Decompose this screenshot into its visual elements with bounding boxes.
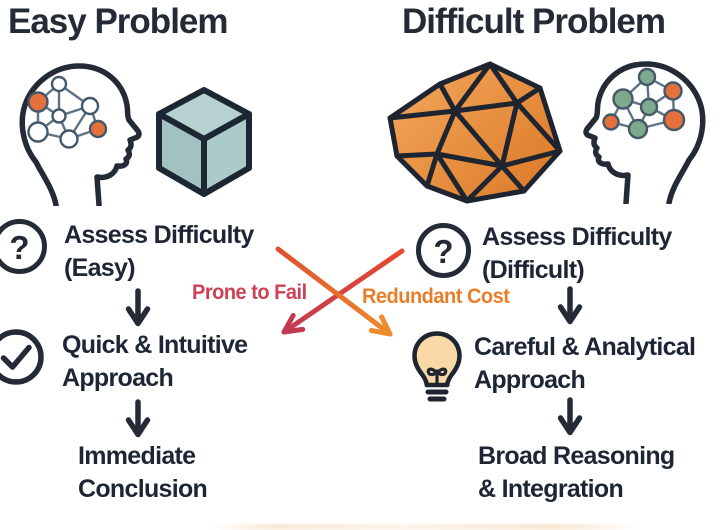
- down-arrow-icon: [125, 288, 151, 327]
- brain-network-head-icon: [583, 61, 706, 204]
- check-circle-icon: [0, 329, 44, 385]
- icosahedron-icon: [387, 61, 563, 204]
- question-mark-glyph: ?: [9, 229, 30, 266]
- difficult-step-approach: Careful & Analytical Approach: [474, 333, 696, 394]
- cube-icon: [156, 87, 252, 197]
- bottom-smear-artifact: [210, 524, 640, 530]
- question-circle-icon: ?: [416, 223, 471, 278]
- lightbulb-icon: [412, 331, 462, 402]
- difficult-problem-title: Difficult Problem: [402, 2, 666, 41]
- easy-step-conclusion: Immediate Conclusion: [78, 442, 208, 503]
- easy-step-assess: Assess Difficulty (Easy): [64, 221, 254, 282]
- difficult-step-assess: Assess Difficulty (Difficult): [482, 223, 672, 284]
- easy-step-approach: Quick & Intuitive Approach: [62, 331, 248, 392]
- difficult-step-conclusion: Broad Reasoning & Integration: [478, 442, 675, 503]
- down-arrow-icon: [125, 399, 151, 438]
- down-arrow-icon: [557, 397, 583, 436]
- redundant-cost-label: Redundant Cost: [362, 285, 510, 308]
- prone-to-fail-label: Prone to Fail: [192, 281, 307, 304]
- question-mark-glyph: ?: [433, 233, 454, 270]
- question-circle-icon: ?: [0, 219, 47, 274]
- brain-network-head-icon: [19, 63, 142, 206]
- down-arrow-icon: [557, 286, 583, 325]
- easy-problem-title: Easy Problem: [8, 2, 228, 41]
